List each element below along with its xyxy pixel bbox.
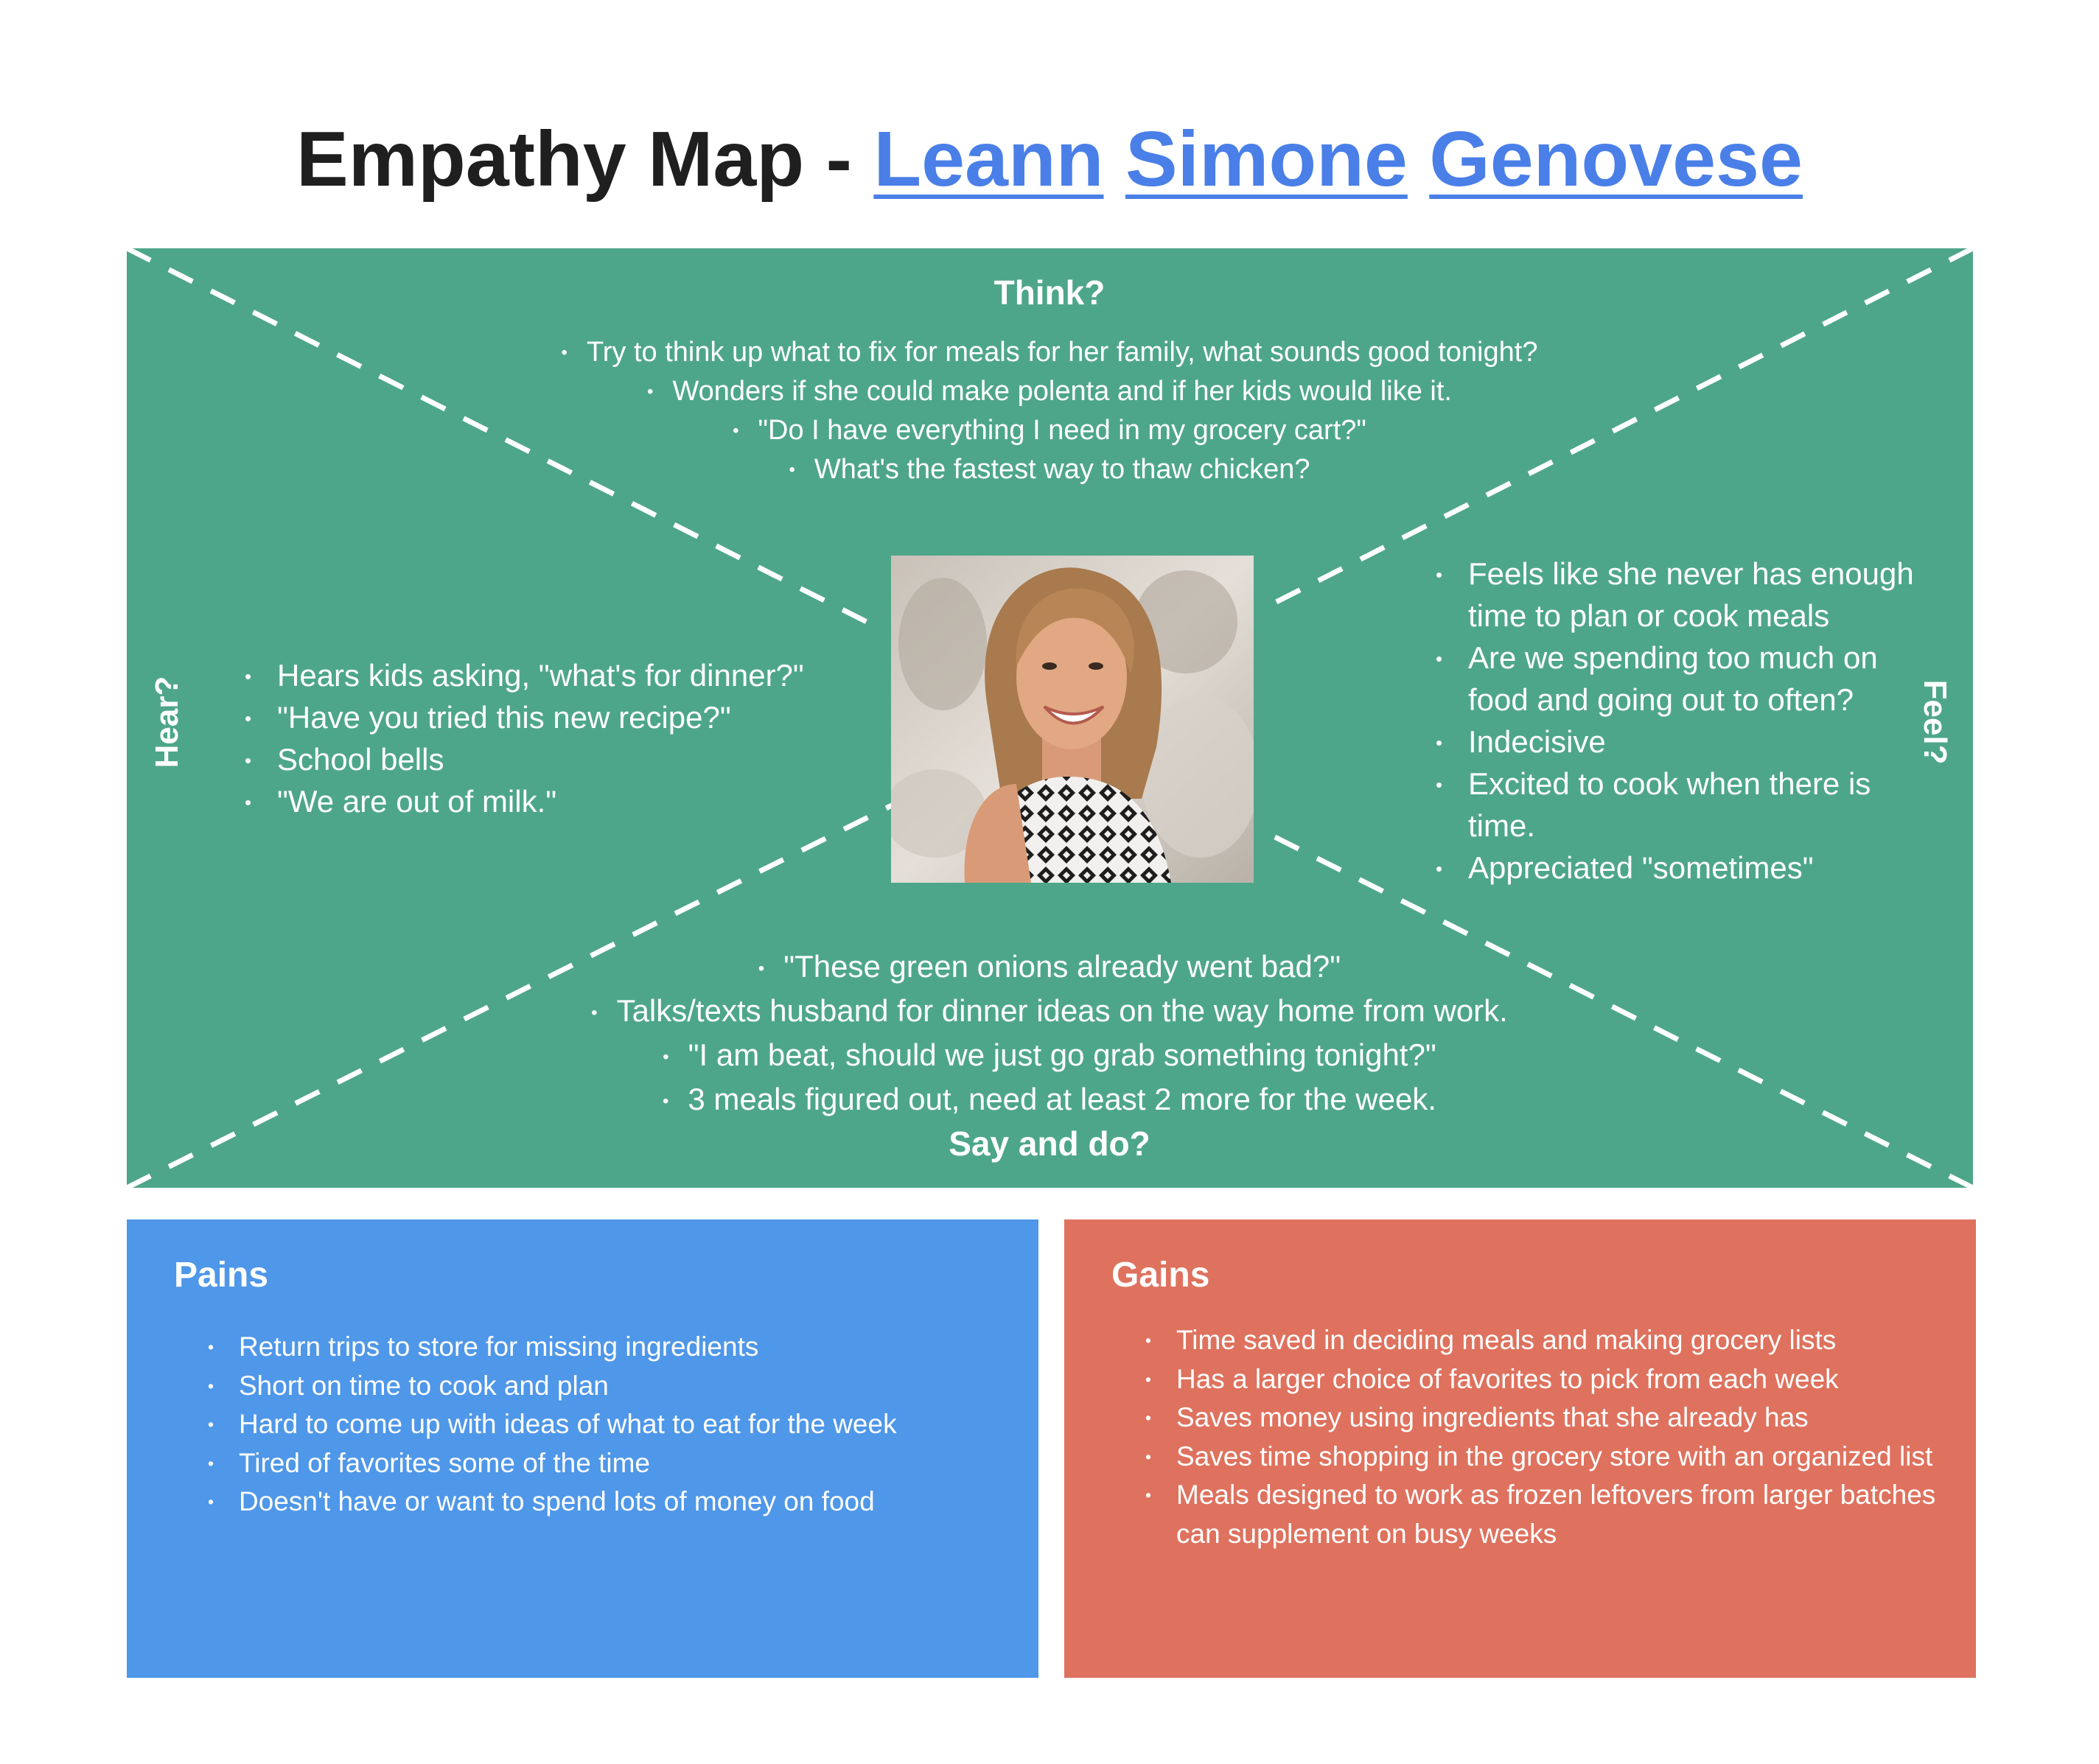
gains-item: Meals designed to work as frozen leftove…	[1145, 1476, 1941, 1553]
persona-first-name-link[interactable]: Leann	[873, 116, 1104, 203]
gains-item: Saves time shopping in the grocery store…	[1145, 1438, 1941, 1477]
hear-item: Hears kids asking, "what's for dinner?"	[245, 654, 893, 698]
feel-item: Excited to cook when there is time.	[1436, 763, 1937, 847]
feel-item: Indecisive	[1436, 721, 1937, 764]
hear-item: "Have you tried this new recipe?"	[245, 696, 893, 740]
think-item: •What's the fastest way to thaw chicken?	[789, 454, 1310, 485]
hear-item: School bells	[245, 738, 893, 782]
pains-item: Hard to come up with ideas of what to ea…	[208, 1405, 1004, 1444]
persona-middle-name-link[interactable]: Simone	[1125, 116, 1408, 203]
say-do-list: •"These green onions already went bad?" …	[0, 945, 2099, 1122]
pains-card: Pains Return trips to store for missing …	[127, 1219, 1038, 1678]
gains-heading: Gains	[1111, 1256, 1210, 1295]
say-do-heading: Say and do?	[949, 1124, 1150, 1163]
feel-list: Feels like she never has enough time to …	[1436, 553, 1937, 890]
quadrant-divider-lines	[127, 248, 1973, 1188]
think-list: •Try to think up what to fix for meals f…	[0, 333, 2099, 489]
feel-item: Feels like she never has enough time to …	[1436, 553, 1937, 637]
pains-list: Return trips to store for missing ingred…	[208, 1328, 1004, 1522]
feel-item: Are we spending too much on food and goi…	[1436, 637, 1937, 721]
gains-item: Saves money using ingredients that she a…	[1145, 1399, 1941, 1438]
gains-item: Has a larger choice of favorites to pick…	[1145, 1360, 1941, 1399]
pains-item: Return trips to store for missing ingred…	[208, 1328, 1004, 1367]
think-item: •Try to think up what to fix for meals f…	[561, 337, 1538, 368]
pains-item: Short on time to cook and plan	[208, 1367, 1004, 1406]
hear-heading: Hear?	[149, 676, 185, 769]
think-item: •"Do I have everything I need in my groc…	[733, 415, 1366, 446]
feel-item: Appreciated "sometimes"	[1436, 847, 1937, 890]
say-do-item: •"These green onions already went bad?"	[758, 949, 1341, 984]
divider-bottom-left	[127, 802, 895, 1188]
pains-item: Tired of favorites some of the time	[208, 1444, 1004, 1483]
say-do-item: •Talks/texts husband for dinner ideas on…	[591, 993, 1508, 1028]
hear-list: Hears kids asking, "what's for dinner?" …	[245, 654, 893, 824]
hear-item: "We are out of milk."	[245, 780, 893, 824]
gains-item: Time saved in deciding meals and making …	[1145, 1321, 1941, 1360]
pains-heading: Pains	[174, 1256, 269, 1295]
page-title: Empathy Map - Leann Simone Genovese	[0, 116, 2099, 203]
think-heading: Think?	[993, 273, 1106, 312]
gains-list: Time saved in deciding meals and making …	[1145, 1321, 1941, 1553]
think-item: •Wonders if she could make polenta and i…	[647, 376, 1452, 407]
persona-last-name-link[interactable]: Genovese	[1429, 116, 1803, 203]
say-do-item: •3 meals figured out, need at least 2 mo…	[663, 1082, 1436, 1116]
divider-bottom-right	[1260, 827, 1973, 1188]
persona-photo	[891, 556, 1254, 883]
title-prefix: Empathy Map -	[296, 116, 874, 203]
pains-item: Doesn't have or want to spend lots of mo…	[208, 1483, 1004, 1522]
divider-top-right	[1260, 248, 1973, 612]
say-do-item: •"I am beat, should we just go grab some…	[663, 1037, 1436, 1072]
gains-card: Gains Time saved in deciding meals and m…	[1064, 1219, 1976, 1678]
